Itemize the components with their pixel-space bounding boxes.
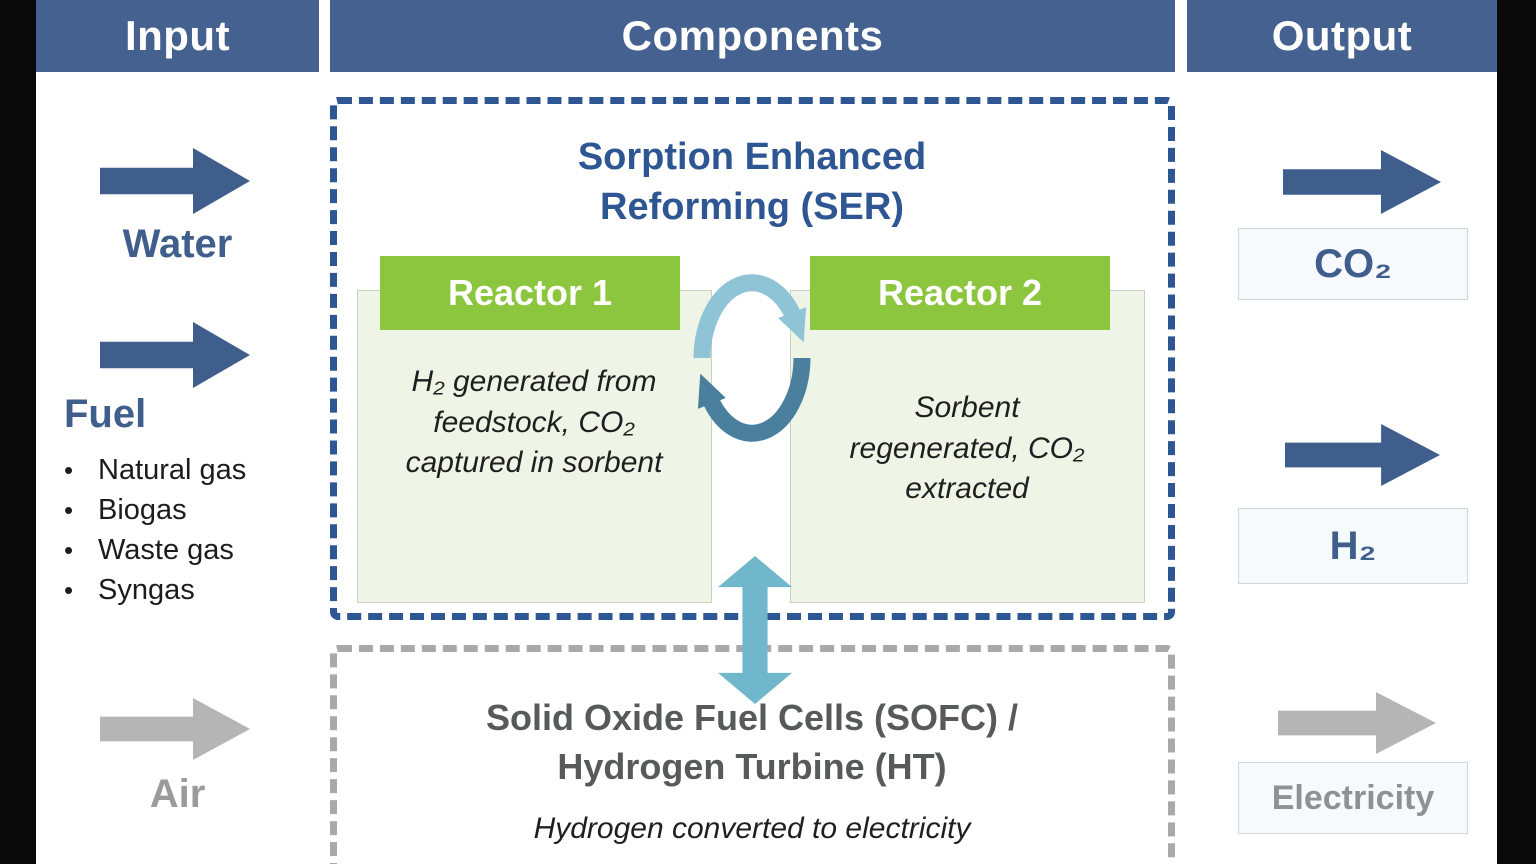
input-column-header: Input <box>36 0 319 72</box>
components-column-header: Components <box>330 0 1175 72</box>
fuel-list-item: Natural gas <box>64 450 324 490</box>
reactor-cycle-arrows-icon <box>693 274 811 442</box>
fuel-list-item: Waste gas <box>64 530 324 570</box>
ser-title: Sorption Enhanced Reforming (SER) <box>577 136 927 229</box>
h2-output-box: H₂ <box>1238 508 1468 584</box>
fuel-types-list: Natural gas Biogas Waste gas Syngas <box>64 450 324 610</box>
electricity-output-box: Electricity <box>1238 762 1468 834</box>
reactor2-description: Sorbent regenerated, CO₂ extracted <box>849 391 1085 505</box>
fuel-label: Fuel <box>64 392 147 436</box>
output-column-header: Output <box>1187 0 1497 72</box>
co2-output-box: CO₂ <box>1238 228 1468 300</box>
reactor2-box: Reactor 2 <box>810 256 1110 330</box>
sofc-title: Solid Oxide Fuel Cells (SOFC) / Hydrogen… <box>485 697 1019 787</box>
reactor1-panel <box>357 290 712 603</box>
fuel-list-item: Syngas <box>64 570 324 610</box>
air-label: Air <box>149 772 206 816</box>
reactor1-box: Reactor 1 <box>380 256 680 330</box>
sofc-description: Hydrogen converted to electricity <box>533 812 971 845</box>
fuel-list-item: Biogas <box>64 490 324 530</box>
reactor2-panel <box>790 290 1145 603</box>
reactor1-description: H₂ generated from feedstock, CO₂ capture… <box>405 365 663 479</box>
water-label: Water <box>122 222 233 266</box>
